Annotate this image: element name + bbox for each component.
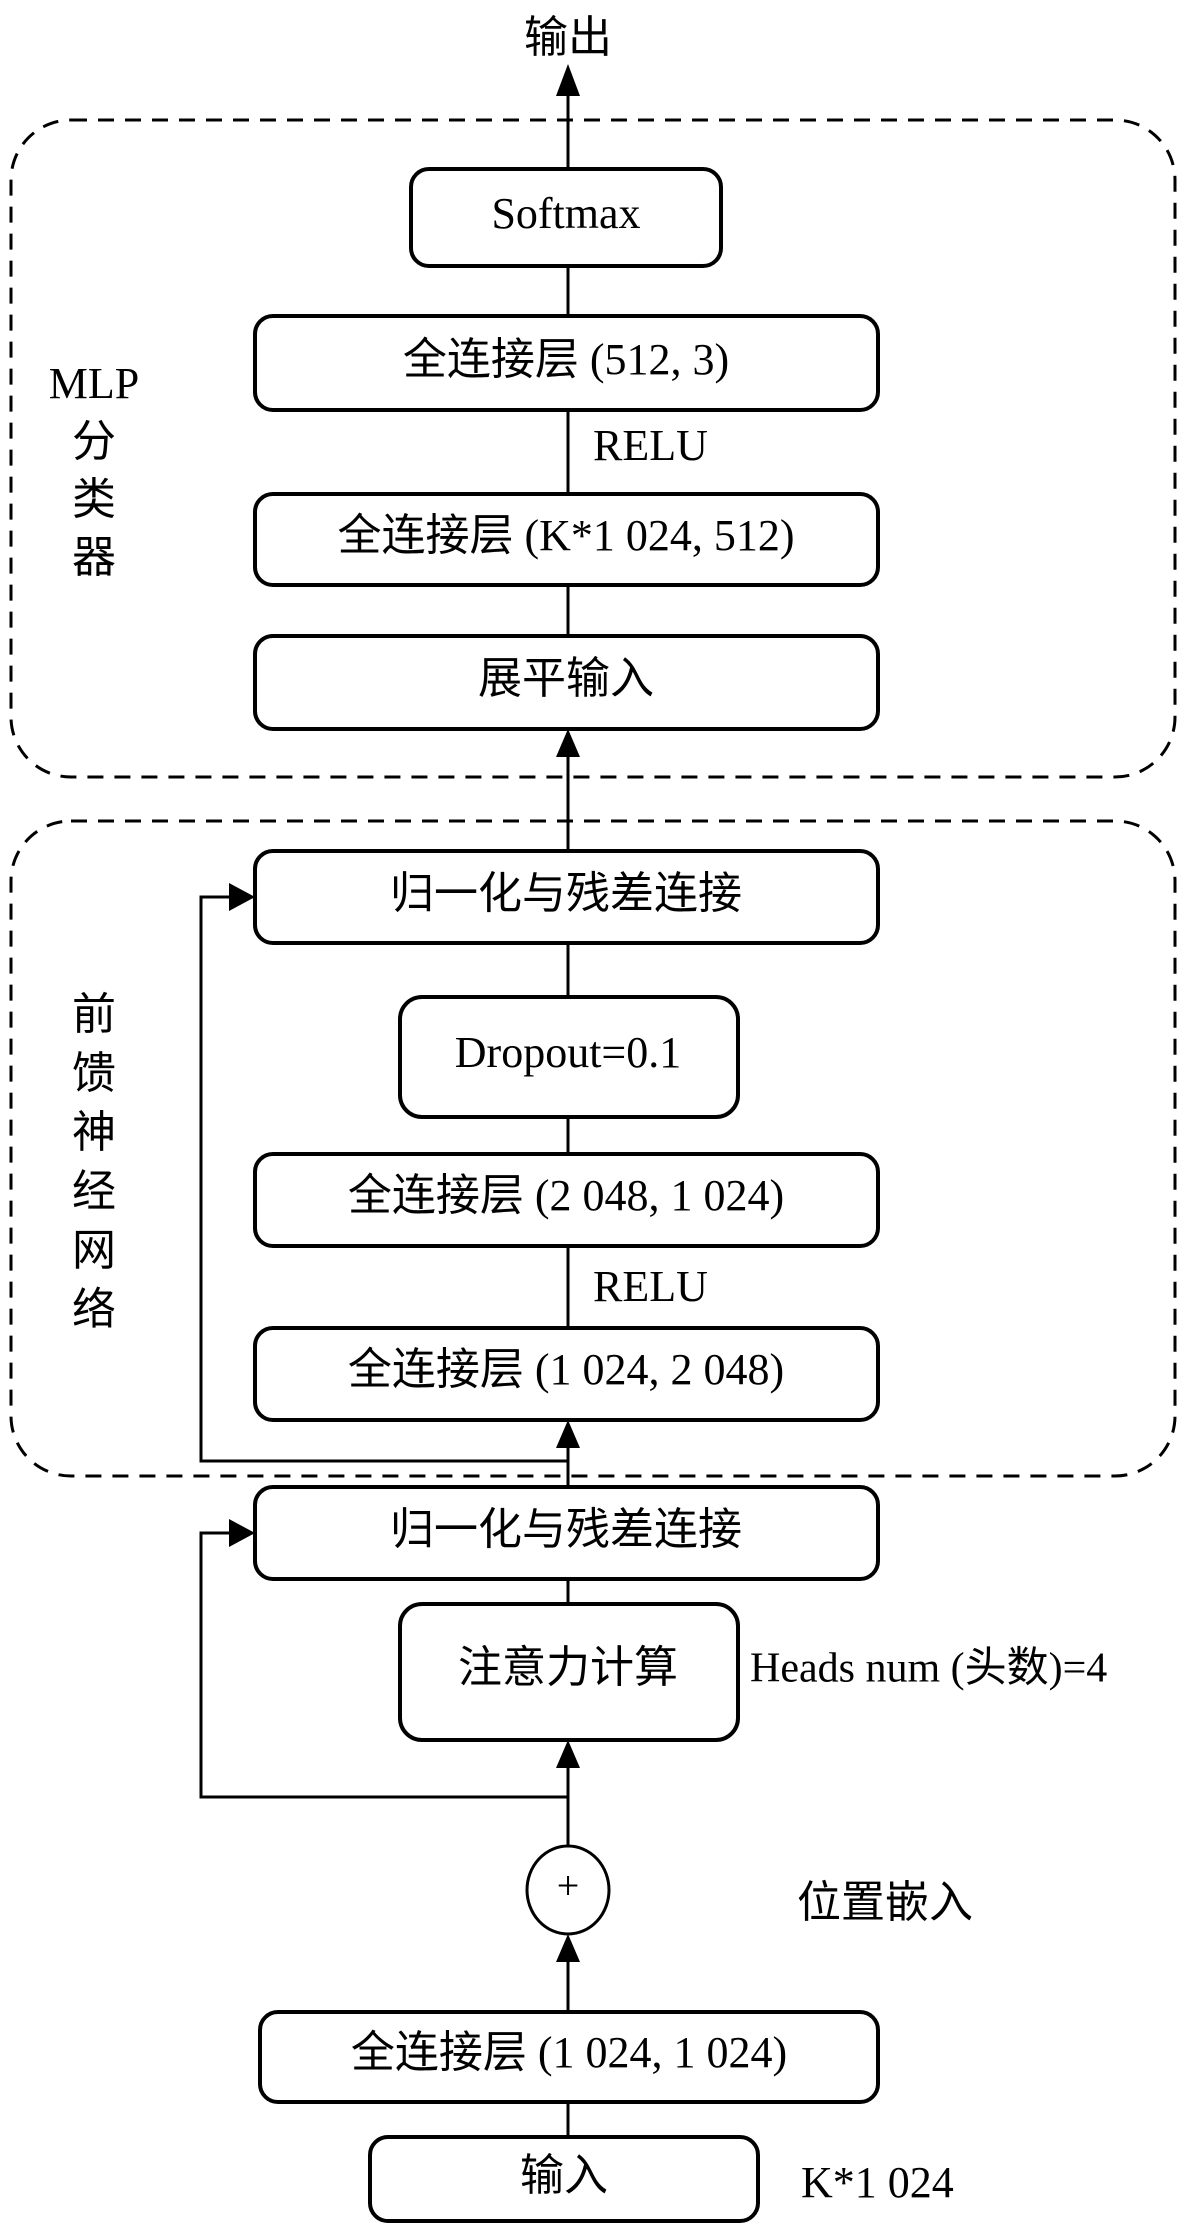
ffn-label-line-2: 神	[72, 1108, 116, 1157]
mlp-classifier-group	[9, 118, 1177, 779]
output-arrowhead	[556, 64, 580, 96]
node-ffn-norm-residual: 归一化与残差连接	[253, 849, 880, 945]
node-attention-norm-residual: 归一化与残差连接	[253, 1485, 880, 1581]
ffn-label-line-5: 络	[72, 1285, 116, 1334]
feedforward-network-group	[9, 819, 1177, 1478]
ffn-label-line-4: 网	[72, 1226, 116, 1275]
mlp-group-label: MLP 分 类 器	[49, 359, 139, 582]
node-flatten-input-label: 展平输入	[478, 654, 654, 703]
node-attention-norm-residual-label: 归一化与残差连接	[390, 1505, 742, 1554]
node-flatten-input: 展平输入	[253, 634, 880, 731]
node-attention: 注意力计算	[398, 1602, 740, 1742]
node-fc-k1024-512: 全连接层 (K*1 024, 512)	[253, 492, 880, 587]
node-fc-k1024-512-label: 全连接层 (K*1 024, 512)	[337, 511, 794, 560]
node-fc-1024-2048: 全连接层 (1 024, 2 048)	[253, 1326, 880, 1422]
fc1024-2048-arrowhead	[556, 1420, 580, 1448]
node-dropout: Dropout=0.1	[398, 995, 740, 1119]
attention-residual-connection	[199, 1531, 568, 1799]
node-input: 输入	[368, 2135, 760, 2223]
mlp-label-line-3: 器	[72, 533, 116, 582]
heads-annotation: Heads num (头数)=4	[750, 1646, 1107, 1692]
attention-arrowhead	[556, 1740, 580, 1768]
output-label: 输出	[524, 13, 612, 62]
connectors	[199, 64, 580, 2137]
node-input-label: 输入	[520, 2151, 608, 2200]
node-fc-512-3-label: 全连接层 (512, 3)	[403, 335, 729, 384]
flatten-arrowhead	[556, 729, 580, 757]
node-fc-2048-1024: 全连接层 (2 048, 1 024)	[253, 1152, 880, 1248]
node-fc-1024-2048-label: 全连接层 (1 024, 2 048)	[348, 1345, 784, 1394]
mlp-label-line-2: 类	[72, 475, 116, 524]
ffn-residual-arrowhead	[229, 883, 255, 911]
mlp-activation-relu: RELU	[593, 421, 708, 470]
node-softmax: Softmax	[409, 167, 723, 268]
plus-arrowhead	[556, 1934, 580, 1962]
node-fc-1024-1024: 全连接层 (1 024, 1 024)	[258, 2010, 880, 2104]
ffn-group-label: 前 馈 神 经 网 络	[72, 990, 116, 1334]
plus-icon: +	[557, 1863, 580, 1908]
positional-add-node: +	[525, 1844, 611, 1936]
ffn-activation-relu: RELU	[593, 1262, 708, 1311]
positional-embedding-label: 位置嵌入	[797, 1878, 973, 1927]
node-softmax-label: Softmax	[491, 189, 640, 238]
node-ffn-norm-residual-label: 归一化与残差连接	[390, 869, 742, 918]
ffn-residual-connection	[199, 895, 568, 1463]
node-dropout-label: Dropout=0.1	[455, 1028, 681, 1077]
mlp-label-line-1: 分	[72, 417, 116, 466]
ffn-label-line-1: 馈	[72, 1049, 116, 1098]
node-attention-label: 注意力计算	[458, 1643, 678, 1692]
node-fc-1024-1024-label: 全连接层 (1 024, 1 024)	[351, 2028, 787, 2077]
input-shape-label: K*1 024	[801, 2158, 954, 2207]
ffn-label-line-3: 经	[72, 1167, 116, 1216]
attention-residual-arrowhead	[229, 1519, 255, 1547]
mlp-label-line-0: MLP	[49, 359, 139, 408]
node-fc-512-3: 全连接层 (512, 3)	[253, 314, 880, 412]
ffn-label-line-0: 前	[72, 990, 116, 1039]
node-fc-2048-1024-label: 全连接层 (2 048, 1 024)	[348, 1171, 784, 1220]
